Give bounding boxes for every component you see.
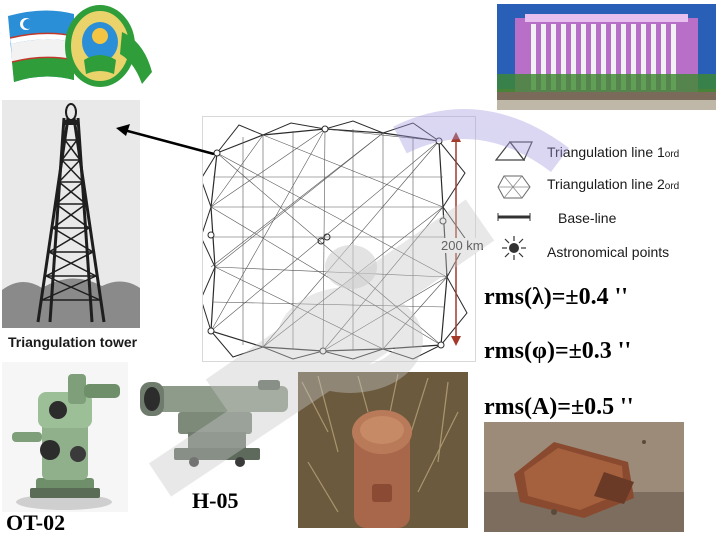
watermark <box>148 109 569 497</box>
theodolite-image <box>2 362 128 512</box>
triangulation-tower-image <box>2 100 140 328</box>
flag-emblem-image <box>4 2 154 94</box>
legend-item-baseline: Base-line <box>558 210 617 226</box>
legend: Triangulation line 1ord Triangulation li… <box>492 138 720 268</box>
theodolite-label: OT-02 <box>6 510 66 535</box>
baseline-bar-icon <box>497 213 531 221</box>
triangulation-network-map <box>202 116 476 362</box>
rms-azimuth: rms(A)=±0.5 '' <box>484 394 634 420</box>
level-instrument-image <box>138 372 294 472</box>
level-label: H-05 <box>192 488 239 513</box>
triangle-pair-icon <box>494 141 533 162</box>
hexagon-network-icon <box>497 175 531 199</box>
legend-item-triangulation-1: Triangulation line 1ord <box>547 144 680 160</box>
senate-building-image <box>497 4 716 110</box>
pointer-arrow <box>116 124 215 156</box>
scale-label: 200 km <box>441 238 484 253</box>
rms-lambda: rms(λ)=±0.4 '' <box>484 284 628 310</box>
legend-item-triangulation-2: Triangulation line 2ord <box>547 176 680 192</box>
benchmark-pillar-image <box>298 372 468 528</box>
sun-star-icon <box>502 236 526 260</box>
rms-phi: rms(φ)=±0.3 '' <box>484 338 632 364</box>
tower-caption: Triangulation tower <box>8 334 138 350</box>
legend-item-astronomical-points: Astronomical points <box>547 244 670 260</box>
survey-mark-plate-image <box>484 422 684 532</box>
